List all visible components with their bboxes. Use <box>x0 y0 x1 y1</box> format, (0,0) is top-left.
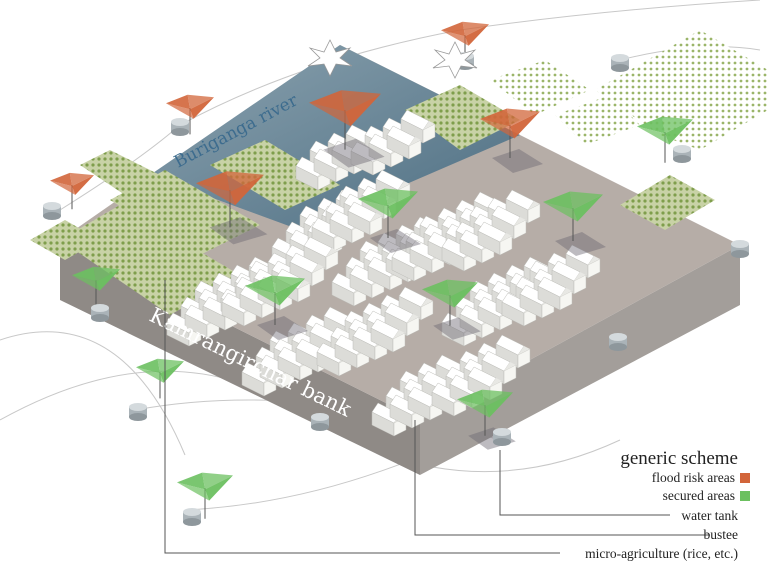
secured-canopy <box>136 359 184 399</box>
water-tank <box>609 333 627 351</box>
legend-item-secured: secured areas <box>663 488 735 503</box>
flood-swatch <box>740 473 750 483</box>
legend: generic scheme flood risk areas secured … <box>620 448 750 503</box>
secured-swatch <box>740 491 750 501</box>
water-tank <box>731 240 749 258</box>
water-tank <box>91 304 109 322</box>
callout-micro-agriculture: micro-agriculture (rice, etc.) <box>585 546 738 561</box>
water-tank <box>611 54 629 72</box>
water-tank <box>129 403 147 421</box>
water-tank <box>171 118 189 136</box>
callout-water-tank: water tank <box>681 508 738 523</box>
water-tank <box>673 145 691 163</box>
water-tank <box>43 202 61 220</box>
water-tank <box>183 508 201 526</box>
legend-item-flood: flood risk areas <box>652 470 735 485</box>
legend-title: generic scheme <box>620 448 738 469</box>
water-tank <box>493 428 511 446</box>
outer-fields <box>490 30 768 150</box>
water-tank <box>311 413 329 431</box>
callout-bustee: bustee <box>704 527 739 542</box>
